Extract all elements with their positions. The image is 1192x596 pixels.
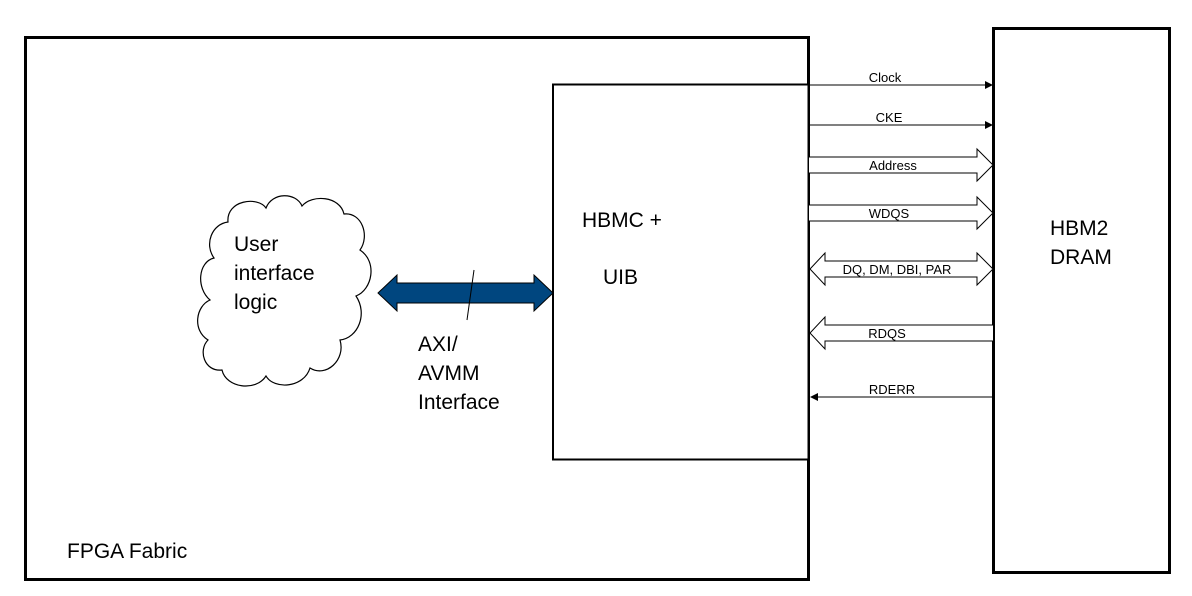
signal-wdqs-bus-arrow bbox=[809, 195, 994, 231]
user-logic-cloud-icon bbox=[197, 195, 372, 387]
hbm2-dram-block bbox=[992, 27, 1171, 574]
hbm2-label: HBM2 bbox=[1050, 217, 1109, 240]
signal-label-address: Address bbox=[869, 158, 917, 173]
interface-label-line3: Interface bbox=[418, 391, 500, 414]
uib-label: UIB bbox=[603, 266, 639, 289]
signal-label-rderr: RDERR bbox=[868, 382, 916, 397]
axi-avmm-interface-arrow bbox=[377, 273, 554, 313]
interface-label-line1: AXI/ bbox=[418, 333, 458, 356]
signal-label-dq-dm-dbi-par: DQ, DM, DBI, PAR bbox=[842, 262, 952, 277]
signal-address-bus-arrow bbox=[809, 147, 994, 183]
hbmc-label: HBMC + bbox=[582, 209, 662, 232]
signal-rdqs-bus-arrow bbox=[809, 315, 993, 351]
user-logic-label-line2: interface bbox=[234, 262, 315, 285]
signal-dq-dm-dbi-par-bus-arrow bbox=[809, 251, 994, 287]
signal-label-wdqs: WDQS bbox=[868, 206, 910, 221]
user-logic-label-line1: User bbox=[234, 233, 279, 256]
signal-label-clock: Clock bbox=[868, 70, 902, 85]
signal-label-cke: CKE bbox=[875, 110, 903, 125]
interface-label-line2: AVMM bbox=[418, 362, 480, 385]
fpga-fabric-label: FPGA Fabric bbox=[67, 540, 188, 563]
hbmc-uib-block bbox=[552, 83, 810, 461]
dram-label: DRAM bbox=[1050, 246, 1112, 269]
bus-width-slash bbox=[466, 269, 475, 321]
user-logic-label-line3: logic bbox=[234, 291, 278, 314]
signal-label-rdqs: RDQS bbox=[868, 326, 906, 341]
